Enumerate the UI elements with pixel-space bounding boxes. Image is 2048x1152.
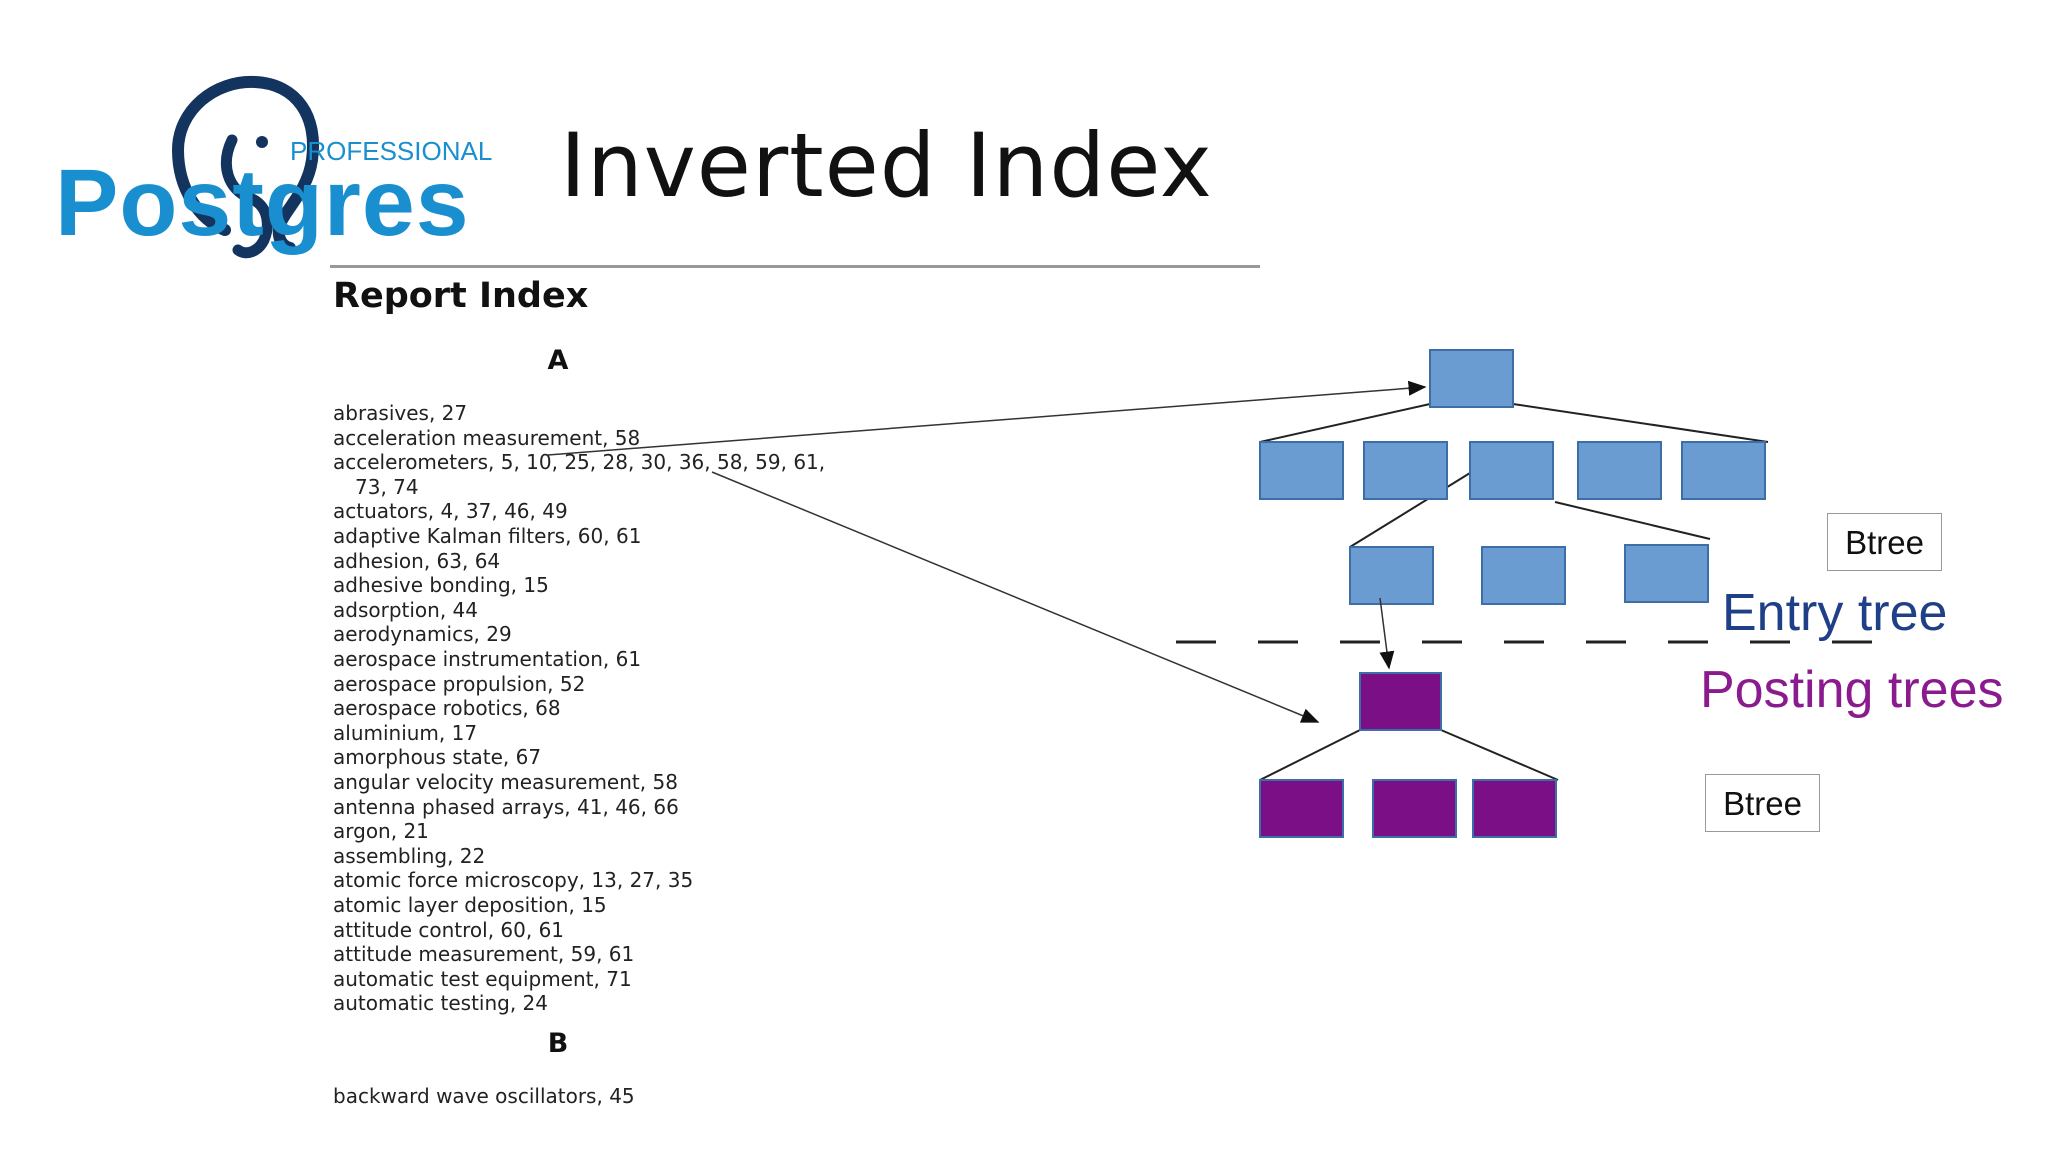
elephant-logo-icon: PROFESSIONAL Postgres [55,75,492,259]
entry-tree-caption: Entry tree [1722,584,1948,642]
entry-tree-node [1363,441,1448,500]
posting-tree-leaf [1259,779,1344,838]
posting-btree-label: Btree [1705,774,1820,832]
entry-tree-root [1429,349,1514,408]
posting-tree-edges [1259,729,1559,781]
index-entry: actuators, 4, 37, 46, 49 [333,499,568,524]
index-entry: accelerometers, 5, 10, 25, 28, 30, 36, 5… [333,450,826,475]
entry-tree-leaf [1624,544,1709,603]
index-section-letter: B [547,1028,569,1059]
index-entry: assembling, 22 [333,843,486,868]
index-title: Report Index [333,276,589,316]
logo-professional-text: PROFESSIONAL [290,136,492,166]
index-entry: aerospace robotics, 68 [333,696,561,721]
posting-tree-leaf [1372,779,1457,838]
index-entry: adhesive bonding, 15 [333,573,549,598]
logo-postgres-text: Postgres [55,150,470,256]
slide-title: Inverted Index [560,114,1213,217]
entry-tree-node [1469,441,1554,500]
index-entry: backward wave oscillators, 45 [333,1084,635,1108]
index-entry: abrasives, 27 [333,401,468,425]
index-entry: aerospace propulsion, 52 [333,671,586,696]
posting-trees-caption: Posting trees [1700,661,2004,719]
index-entry: adhesion, 63, 64 [333,548,501,573]
index-entry: aluminium, 17 [333,720,478,745]
index-entry: angular velocity measurement, 58 [333,770,678,794]
index-entry: automatic testing, 24 [333,991,548,1016]
index-entry: acceleration measurement, 58 [333,425,641,450]
index-entry: amorphous state, 67 [333,745,542,770]
entry-tree-leaf [1349,546,1434,605]
entry-tree-edges [1259,403,1769,548]
index-entry-continuation: 73, 74 [355,474,419,499]
posting-tree-leaf [1472,779,1557,838]
index-entry: antenna phased arrays, 41, 46, 66 [333,794,679,819]
entry-tree-leaf [1481,546,1566,605]
arrow-entry-leaf-to-posting-root [1379,597,1395,670]
index-entry: aerospace instrumentation, 61 [333,647,642,671]
index-entry: atomic layer deposition, 15 [333,893,607,917]
posting-tree-root [1359,672,1442,731]
title-divider [330,265,1260,268]
entry-btree-label: Btree [1827,513,1942,571]
index-entry: aerodynamics, 29 [333,622,512,647]
entry-tree-node [1259,441,1344,500]
index-entry: attitude control, 60, 61 [333,917,565,942]
entry-tree-node [1577,441,1662,500]
arrow-index-to-entry-tree [547,380,1427,456]
arrow-index-to-posting-tree [711,471,1320,723]
index-entry: adsorption, 44 [333,597,478,622]
posting-tree-nodes [1259,672,1557,838]
index-section-letter: A [547,345,569,376]
entry-tree-nodes [1259,349,1766,605]
postgres-professional-logo: PROFESSIONAL Postgres [50,70,520,270]
entry-tree-node [1681,441,1766,500]
index-entry: atomic force microscopy, 13, 27, 35 [333,868,694,893]
index-entry: adaptive Kalman filters, 60, 61 [333,524,642,548]
index-entry: attitude measurement, 59, 61 [333,942,635,967]
index-entry: automatic test equipment, 71 [333,966,632,991]
index-entry: argon, 21 [333,819,429,844]
